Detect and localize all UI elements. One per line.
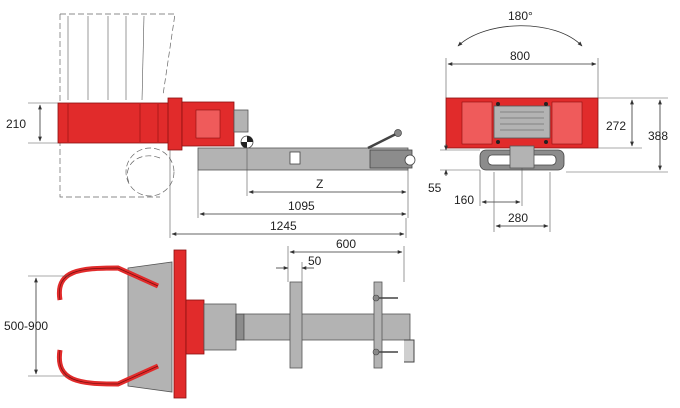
- side-arm-slot: [289, 151, 301, 165]
- lever-handle: [367, 132, 397, 150]
- dim-280-label: 280: [508, 211, 528, 225]
- gripper-arm-top-outline: [59, 267, 159, 301]
- front-center-grey: [493, 105, 551, 139]
- dim-1095-label: 1095: [288, 199, 315, 213]
- rotation-label: 180°: [508, 9, 533, 23]
- side-arm-pin: [404, 154, 416, 166]
- front-view: 180° 800 272 388: [428, 9, 668, 232]
- target-mark-fill: [241, 136, 253, 148]
- lever-knob: [394, 129, 402, 137]
- drum-hatch: [67, 15, 145, 101]
- drum-base-dashed: [125, 147, 175, 197]
- dim-grip-label: 500-900: [4, 319, 48, 333]
- dim-272-label: 272: [606, 119, 626, 133]
- top-fork-left: [289, 281, 303, 369]
- rotation-arc: [457, 25, 583, 47]
- gripper-arm-bottom-outline: [59, 349, 159, 385]
- dim-210-label: 210: [6, 117, 26, 131]
- drum-outline-dashed: [59, 13, 176, 198]
- front-bolt-2: [544, 102, 548, 106]
- dim-50-label: 50: [308, 254, 322, 268]
- front-bolt-4: [544, 140, 548, 144]
- rotator-plate: [167, 97, 183, 151]
- top-rotator-housing: [203, 303, 237, 351]
- dim-z-label: Z: [316, 177, 323, 191]
- top-arm-beam: [243, 313, 411, 341]
- top-pin-upper-knob: [372, 294, 380, 302]
- front-clamp-right-block: [551, 101, 583, 145]
- dim-600-label: 600: [336, 237, 356, 251]
- rotator-motor: [233, 109, 249, 133]
- dim-55-label: 55: [428, 181, 442, 195]
- front-clamp-left-block: [461, 101, 493, 145]
- drum-band-lines: [67, 104, 159, 142]
- top-fork-right: [373, 281, 383, 369]
- front-bolt-1: [496, 102, 500, 106]
- dim-800-label: 800: [510, 49, 530, 63]
- front-post: [509, 145, 535, 169]
- top-rotator-cap: [235, 313, 245, 341]
- top-pin-lower-knob: [372, 348, 380, 356]
- cradle-frame: [127, 261, 173, 393]
- side-view: 210 Z 1095 1245: [6, 13, 416, 238]
- rotator-inner: [195, 109, 221, 139]
- top-end-bracket: [404, 339, 415, 363]
- top-plate: [173, 249, 187, 399]
- top-rotator: [185, 299, 205, 355]
- dim-388-label: 388: [648, 129, 668, 143]
- top-view: 600 50 500-900: [4, 237, 415, 399]
- dim-160-label: 160: [454, 193, 474, 207]
- drum-clamp-band: [57, 102, 171, 144]
- front-center-lines: [500, 111, 544, 131]
- dim-1245-label: 1245: [270, 219, 297, 233]
- front-bolt-3: [496, 140, 500, 144]
